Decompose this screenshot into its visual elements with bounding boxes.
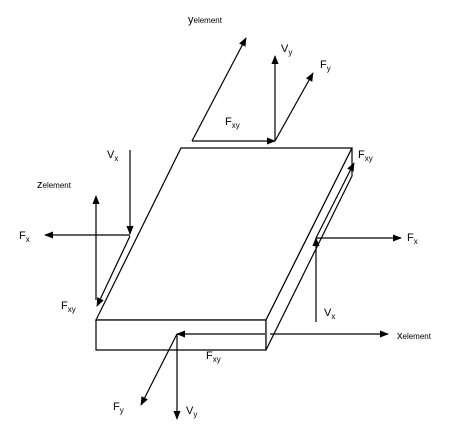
vx-left-label: Vx [107,149,118,163]
fy-top-arrow [274,72,314,142]
fx-right-label: Fx [407,232,418,246]
fy-top-label: Fy [320,59,331,73]
fxy-left-arrow [96,235,131,307]
plate [95,147,353,351]
vy-top-label: Vy [281,43,292,57]
fx-left-label: Fx [19,230,30,244]
fy-bottom-arrow [140,333,178,406]
plate-side-face [265,147,353,351]
fxy-right-arrow [315,162,355,239]
vy-bottom-label: Vy [186,405,197,419]
fxy-bottom-label: Fxy [206,350,221,364]
y-element-label: yelement [188,14,223,26]
fxy-right-label: Fxy [358,149,373,163]
fxy-top-label: Fxy [225,116,240,130]
z-element-label: zelement [37,179,72,191]
x-element-label: xelement [397,330,432,342]
fy-bottom-label: Fy [113,401,124,415]
fxy-left-label: Fxy [61,300,76,314]
plate-front-face [95,319,267,351]
y-element-axis-arrow [191,37,247,142]
vx-right-label: Vx [324,307,335,321]
